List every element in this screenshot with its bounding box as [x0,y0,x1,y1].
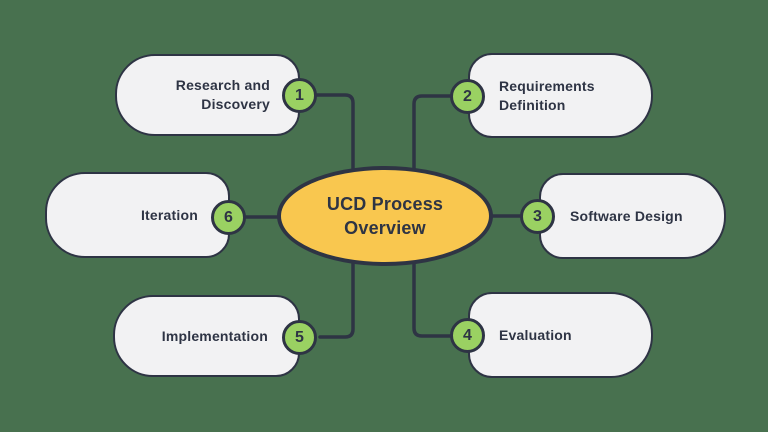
node-iteration: Iteration [45,172,230,258]
connector-node2-center [412,94,460,174]
badge-number: 3 [533,207,542,225]
center-topic-ellipse: UCD Process Overview [277,166,493,266]
badge-number: 6 [224,208,233,226]
node-label: Research and Discovery [175,77,270,112]
connector-center-node4 [412,258,454,338]
step-number-badge-5: 5 [282,320,317,355]
node-label: Iteration [140,206,198,223]
step-number-badge-3: 3 [520,199,555,234]
badge-number: 2 [463,87,472,105]
node-implementation: Implementation [113,295,300,377]
diagram-title: UCD Process Overview [326,194,444,238]
node-label: Implementation [161,327,268,344]
connector-center-node5 [318,258,355,339]
step-number-badge-4: 4 [450,318,485,353]
step-number-badge-1: 1 [282,78,317,113]
badge-number: 5 [295,328,304,346]
node-label: Software Design [570,207,683,224]
node-software-design: Software Design [539,173,726,259]
connector-node1-center [308,93,355,174]
node-requirements-definition: Requirements Definition [468,53,653,138]
node-label: Requirements Definition [499,77,595,113]
step-number-badge-2: 2 [450,79,485,114]
node-research-and-discovery: Research and Discovery [115,54,300,136]
node-label: Evaluation [499,326,572,343]
badge-number: 4 [463,326,472,344]
badge-number: 1 [295,86,304,104]
step-number-badge-6: 6 [211,200,246,235]
node-evaluation: Evaluation [468,292,653,378]
